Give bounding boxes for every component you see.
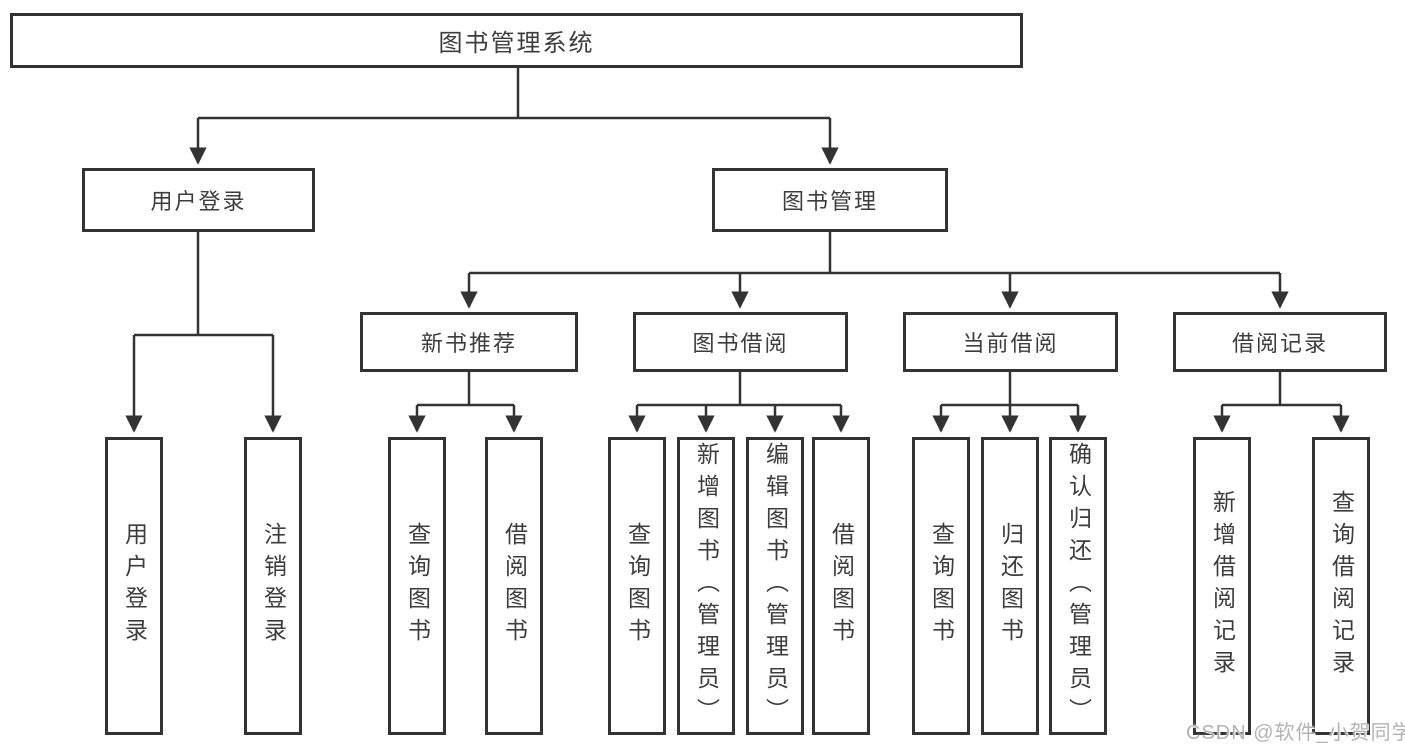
leaf-borrow-borrow: 借阅图书 <box>812 437 870 735</box>
leaf-user-login-label: 用户登录 <box>121 522 148 650</box>
leaf-newbooks-borrow-label: 借阅图书 <box>501 522 528 650</box>
leaf-logout: 注销登录 <box>244 437 302 735</box>
leaf-borrow-add-admin: 新增图书（管理员） <box>677 437 735 735</box>
leaf-newbooks-query-label: 查询图书 <box>404 522 431 650</box>
leaf-current-confirm-admin: 确认归还（管理员） <box>1049 437 1107 735</box>
node-root: 图书管理系统 <box>10 13 1023 68</box>
leaf-current-confirm-admin-label: 确认归还（管理员） <box>1065 442 1092 730</box>
leaf-user-login: 用户登录 <box>105 437 163 735</box>
leaf-borrow-query: 查询图书 <box>608 437 666 735</box>
node-borrow-records-label: 借阅记录 <box>1231 331 1328 356</box>
leaf-borrow-query-label: 查询图书 <box>624 522 651 650</box>
leaf-newbooks-borrow: 借阅图书 <box>485 437 543 735</box>
node-root-label: 图书管理系统 <box>438 30 595 57</box>
leaf-records-add-label: 新增借阅记录 <box>1209 490 1236 682</box>
csdn-watermark: CSDN @软件_小贺同学 <box>1186 722 1405 744</box>
leaf-records-query: 查询借阅记录 <box>1312 437 1370 735</box>
node-user-login-label: 用户登录 <box>150 189 247 214</box>
leaf-logout-label: 注销登录 <box>260 522 287 650</box>
leaf-records-query-label: 查询借阅记录 <box>1328 490 1355 682</box>
node-user-login: 用户登录 <box>82 168 315 232</box>
node-book-management: 图书管理 <box>712 168 948 232</box>
leaf-current-query: 查询图书 <box>912 437 970 735</box>
leaf-current-return: 归还图书 <box>981 437 1039 735</box>
node-book-borrow-label: 图书借阅 <box>692 331 789 356</box>
leaf-current-query-label: 查询图书 <box>928 522 955 650</box>
leaf-records-add: 新增借阅记录 <box>1193 437 1251 735</box>
node-current-borrow: 当前借阅 <box>903 312 1118 372</box>
leaf-borrow-borrow-label: 借阅图书 <box>828 522 855 650</box>
node-book-management-label: 图书管理 <box>781 189 878 214</box>
node-new-book-recommend: 新书推荐 <box>360 312 578 372</box>
leaf-borrow-edit-admin-label: 编辑图书（管理员） <box>762 442 789 730</box>
leaf-borrow-add-admin-label: 新增图书（管理员） <box>693 442 720 730</box>
leaf-borrow-edit-admin: 编辑图书（管理员） <box>746 437 804 735</box>
node-borrow-records: 借阅记录 <box>1173 312 1387 372</box>
node-book-borrow: 图书借阅 <box>633 312 848 372</box>
node-current-borrow-label: 当前借阅 <box>962 331 1059 356</box>
node-new-book-recommend-label: 新书推荐 <box>420 331 517 356</box>
leaf-current-return-label: 归还图书 <box>997 522 1024 650</box>
leaf-newbooks-query: 查询图书 <box>388 437 446 735</box>
